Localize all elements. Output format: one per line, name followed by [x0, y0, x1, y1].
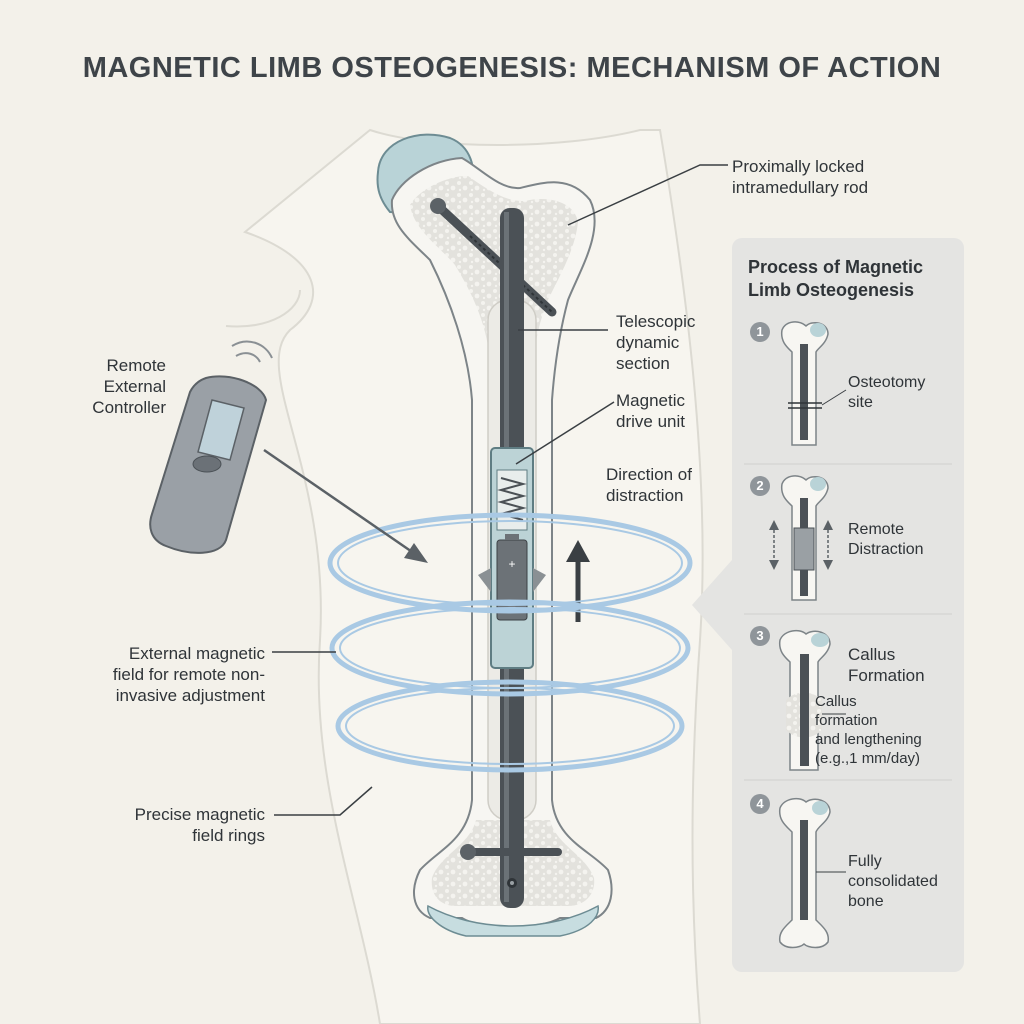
- step3-sublabel-line2: formation: [815, 712, 878, 729]
- step3-sublabel-line3: and lengthening: [815, 731, 922, 748]
- step4-label-line2: consolidated: [848, 873, 938, 890]
- battery-plus-symbol: +: [508, 557, 515, 571]
- step3-label-line2: Formation: [848, 666, 925, 685]
- step3-sublabel-line1: Callus: [815, 693, 857, 710]
- step1-bone: [780, 321, 847, 446]
- remote-controller: [149, 340, 273, 554]
- rings-label-line1: Precise magnetic: [134, 805, 265, 824]
- field-label-line2: field for remote non-: [112, 665, 265, 684]
- step3-sublabel: Callus formation and lengthening (e.g.,1…: [815, 692, 961, 768]
- step1-label: Osteotomy site: [848, 373, 925, 413]
- leader-lines: [272, 164, 728, 816]
- direction-label: Direction of distraction: [606, 464, 692, 506]
- step4-label-line3: bone: [848, 893, 884, 910]
- field-label-line3: invasive adjustment: [115, 686, 265, 705]
- direction-label-line1: Direction of: [606, 465, 692, 484]
- controller-label-line1: Remote: [106, 356, 166, 375]
- drive-unit-label-line1: Magnetic: [616, 391, 685, 410]
- hip-outline: [225, 289, 301, 328]
- step3-bone: [778, 629, 846, 771]
- step2-label-line1: Remote: [848, 521, 905, 538]
- rod-label: Proximally locked intramedullary rod: [732, 156, 868, 198]
- step3-number: 3: [750, 626, 770, 646]
- drive-unit-label-line2: drive unit: [616, 412, 685, 431]
- step2-bone: [769, 475, 833, 601]
- step2-number: 2: [750, 476, 770, 496]
- controller-label: Remote External Controller: [70, 355, 166, 418]
- drive-unit-label: Magnetic drive unit: [616, 390, 685, 432]
- step1-label-line1: Osteotomy: [848, 374, 926, 391]
- step2-label: Remote Distraction: [848, 520, 924, 560]
- step3-label: Callus Formation: [848, 644, 925, 686]
- step4-bone: [778, 797, 846, 949]
- process-title-line1: Process of Magnetic: [748, 257, 924, 277]
- field-label: External magnetic field for remote non- …: [60, 643, 265, 706]
- step2-label-line2: Distraction: [848, 541, 924, 558]
- step4-number: 4: [750, 794, 770, 814]
- page-title: MAGNETIC LIMB OSTEOGENESIS: MECHANISM OF…: [82, 52, 942, 84]
- battery-minus-symbol: −: [508, 599, 516, 615]
- rings-label-line2: field rings: [192, 826, 265, 845]
- process-panel-title: Process of Magnetic Limb Osteogenesis: [748, 256, 958, 302]
- telescopic-label-line1: Telescopic: [616, 312, 696, 331]
- step4-label-line1: Fully: [848, 853, 882, 870]
- magnetic-field-rings: [327, 512, 693, 773]
- step1-number: 1: [750, 322, 770, 342]
- process-title-line2: Limb Osteogenesis: [748, 280, 915, 300]
- process-panel: [692, 238, 964, 972]
- distal-locking-screw: [460, 844, 562, 888]
- rings-label: Precise magnetic field rings: [80, 804, 265, 846]
- telescopic-label-line2: dynamic: [616, 333, 680, 352]
- step3-sublabel-line4: (e.g.,1 mm/day): [815, 750, 921, 767]
- rod-label-line1: Proximally locked: [732, 157, 865, 176]
- direction-label-line2: distraction: [606, 486, 684, 505]
- telescopic-label: Telescopic dynamic section: [616, 311, 695, 374]
- step1-label-line2: site: [848, 394, 873, 411]
- controller-signal-arrow: [263, 448, 428, 563]
- step3-label-line1: Callus: [848, 645, 896, 664]
- telescopic-label-line3: section: [616, 354, 670, 373]
- controller-label-line2: External: [103, 377, 166, 396]
- step4-label: Fully consolidated bone: [848, 852, 938, 912]
- field-label-line1: External magnetic: [128, 644, 265, 663]
- controller-label-line3: Controller: [92, 398, 166, 417]
- distal-cartilage: [427, 904, 599, 937]
- rod-label-line2: intramedullary rod: [732, 178, 869, 197]
